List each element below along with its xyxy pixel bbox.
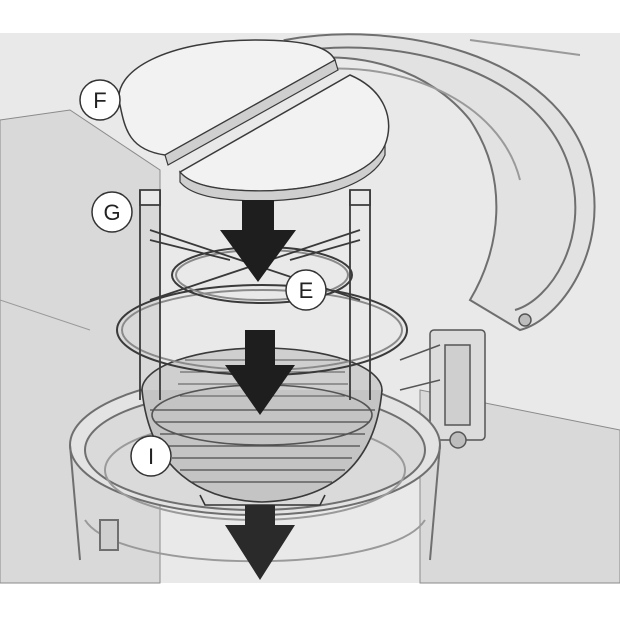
callout-f-label: F (93, 88, 106, 113)
callout-i-label: I (148, 444, 154, 469)
arrow-bowl-down (225, 505, 295, 580)
callout-g-label: G (103, 200, 120, 225)
callout-i: I (130, 435, 172, 477)
arrow-stand-down (225, 330, 295, 415)
deflector-stones (118, 39, 390, 202)
callout-g: G (91, 191, 133, 233)
assembly-arrows (220, 200, 296, 580)
arrow-stones-down (220, 200, 296, 282)
hinge-assembly (399, 313, 532, 449)
callout-e: E (285, 269, 327, 311)
callout-f: F (79, 79, 121, 121)
callout-e-label: E (299, 278, 314, 303)
grill-dome-lid (283, 33, 596, 332)
